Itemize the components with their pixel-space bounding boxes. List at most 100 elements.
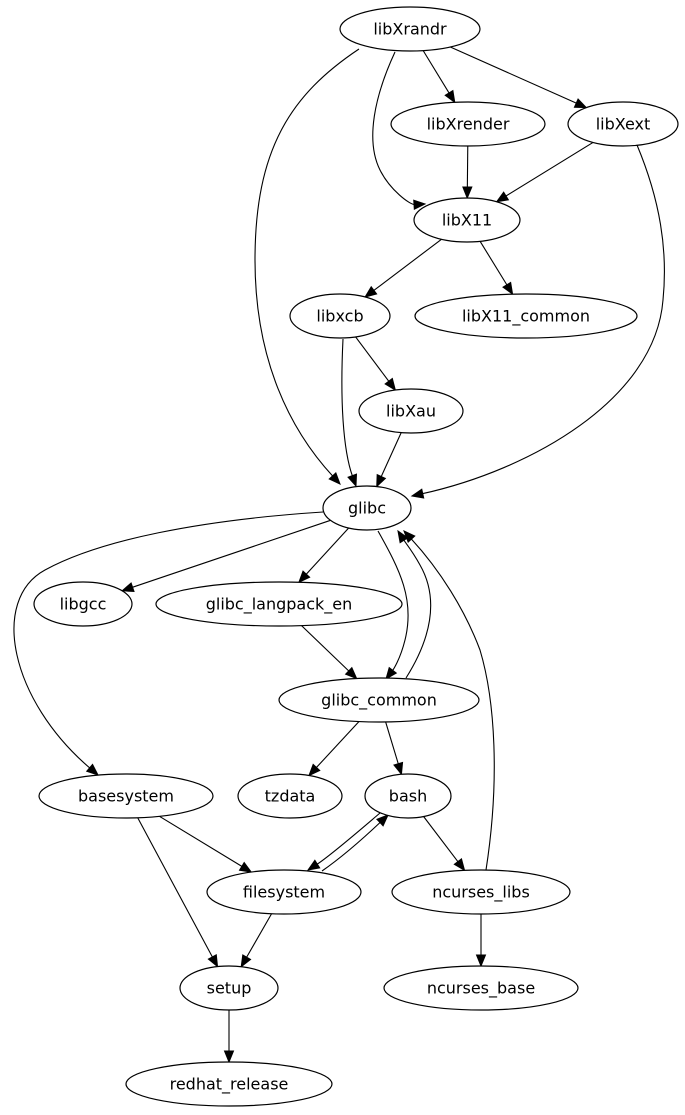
edge-bash-to-filesystem xyxy=(306,812,381,871)
edge-glibc-to-libgcc xyxy=(120,519,331,593)
edge-libXrender-to-libX11 xyxy=(462,145,473,200)
node-label: tzdata xyxy=(265,787,316,806)
node-label: filesystem xyxy=(243,883,325,902)
edge-bash-to-ncurses_libs xyxy=(423,816,466,872)
node-shape xyxy=(33,581,133,627)
node-libX11_common: libX11_common xyxy=(414,293,638,339)
node-ncurses_base: ncurses_base xyxy=(383,965,579,1011)
node-libXrender: libXrender xyxy=(390,101,546,147)
node-label: libX11_common xyxy=(462,307,590,327)
node-libXau: libXau xyxy=(358,388,464,434)
node-label: libXrender xyxy=(427,115,510,134)
node-label: libXau xyxy=(386,402,436,421)
node-shape xyxy=(38,773,214,819)
node-label: glibc xyxy=(348,499,386,518)
edge-libXrandr-to-libXext xyxy=(450,46,588,109)
edge-line xyxy=(504,141,594,197)
node-shape xyxy=(391,869,571,915)
arrowhead-icon xyxy=(385,666,398,681)
edge-line xyxy=(159,815,243,868)
edge-line xyxy=(423,816,459,863)
edge-line xyxy=(254,48,360,478)
edge-line xyxy=(131,519,331,589)
edge-line xyxy=(402,539,432,679)
arrowhead-icon xyxy=(347,473,358,488)
edge-line xyxy=(355,336,390,383)
node-shape xyxy=(125,1061,333,1107)
edge-line xyxy=(479,241,508,286)
edge-line xyxy=(380,432,402,478)
node-shape xyxy=(206,869,362,915)
node-shape xyxy=(289,293,391,339)
node-label: basesystem xyxy=(78,787,174,806)
edge-setup-to-redhat_release xyxy=(223,1010,235,1064)
node-shape xyxy=(413,197,521,243)
node-shape xyxy=(364,773,452,819)
arrowhead-icon xyxy=(328,471,341,485)
edge-line xyxy=(385,721,400,765)
edge-glibc_common-to-tzdata xyxy=(308,721,360,777)
edge-line xyxy=(421,144,665,495)
node-label: glibc_langpack_en xyxy=(206,595,353,615)
node-glibc_langpack_en: glibc_langpack_en xyxy=(155,581,403,627)
arrowhead-icon xyxy=(410,488,425,499)
arrowhead-icon xyxy=(397,529,409,544)
arrowhead-icon xyxy=(207,953,219,968)
node-label: libX11 xyxy=(442,211,492,230)
edge-basesystem-to-setup xyxy=(137,817,219,968)
node-shape xyxy=(414,293,638,339)
arrowhead-icon xyxy=(308,763,321,777)
edge-line xyxy=(372,238,442,292)
node-tzdata: tzdata xyxy=(237,773,343,819)
edge-glibc_common-to-glibc xyxy=(397,529,432,679)
edge-line xyxy=(321,821,382,872)
edge-libXext-to-libX11 xyxy=(495,141,594,203)
arrowhead-icon xyxy=(376,473,387,488)
node-shape xyxy=(390,101,546,147)
edge-line xyxy=(410,537,495,871)
node-label: ncurses_libs xyxy=(432,883,530,903)
node-shape xyxy=(383,965,579,1011)
node-shape xyxy=(322,485,412,531)
edge-line xyxy=(13,511,324,769)
node-glibc_common: glibc_common xyxy=(278,677,480,723)
node-shape xyxy=(155,581,403,627)
arrowhead-icon xyxy=(502,281,514,296)
arrowhead-icon xyxy=(393,761,404,776)
edge-libXext-to-glibc xyxy=(410,144,665,499)
edge-line xyxy=(450,46,578,105)
edge-line xyxy=(315,721,360,769)
arrowhead-icon xyxy=(573,98,588,109)
edge-glibc-to-glibc_common xyxy=(377,530,409,681)
edge-glibc_common-to-bash xyxy=(385,721,404,776)
arrowhead-icon xyxy=(462,186,473,200)
edge-libXau-to-glibc xyxy=(376,432,402,488)
node-shape xyxy=(339,6,481,52)
edge-libXrandr-to-libXrender xyxy=(422,50,456,104)
node-shape xyxy=(358,388,464,434)
edge-line xyxy=(245,913,273,959)
node-ncurses_libs: ncurses_libs xyxy=(391,869,571,915)
node-libxcb: libxcb xyxy=(289,293,391,339)
edge-line xyxy=(422,50,451,95)
node-bash: bash xyxy=(364,773,452,819)
node-label: redhat_release xyxy=(170,1075,289,1095)
edge-filesystem-to-bash xyxy=(321,814,389,872)
arrowhead-icon xyxy=(475,954,487,968)
node-glibc: glibc xyxy=(322,485,412,531)
node-filesystem: filesystem xyxy=(206,869,362,915)
arrowhead-icon xyxy=(376,814,389,827)
edge-glibc-to-glibc_langpack_en xyxy=(298,527,350,584)
edge-ncurses_libs-to-ncurses_base xyxy=(475,914,487,968)
arrowhead-icon xyxy=(495,191,510,203)
arrowhead-icon xyxy=(364,285,378,298)
arrowhead-icon xyxy=(306,859,321,871)
arrowhead-icon xyxy=(403,530,416,544)
edge-libXrandr-to-libX11 xyxy=(372,51,427,210)
node-shape xyxy=(278,677,480,723)
node-label: libgcc xyxy=(60,595,107,614)
edge-libX11-to-libX11_common xyxy=(479,241,514,296)
arrowhead-icon xyxy=(413,199,427,210)
